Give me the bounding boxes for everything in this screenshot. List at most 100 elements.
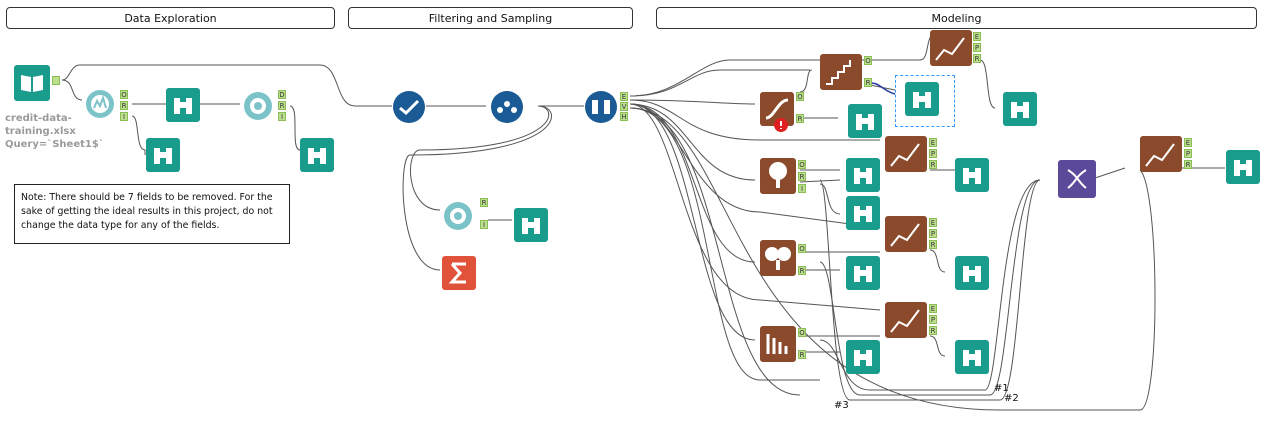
browse-tool[interactable] (848, 104, 882, 138)
association-analysis-icon (244, 92, 272, 120)
boosted-model-tool[interactable] (760, 326, 796, 362)
wire-label: #1 (994, 383, 1009, 394)
anchor-r[interactable]: R (798, 350, 806, 359)
association-analysis-tool[interactable] (240, 88, 276, 124)
anchor-e[interactable]: E (929, 304, 937, 313)
browse-tool[interactable] (1003, 92, 1037, 126)
container-modeling[interactable]: Modeling (656, 7, 1257, 29)
anchor-p[interactable]: P (929, 149, 937, 158)
anchor-r[interactable]: R (120, 101, 128, 110)
input-data-tool[interactable] (14, 65, 50, 101)
anchor-r[interactable]: R (1184, 160, 1192, 169)
model-comparison-tool[interactable] (885, 136, 927, 172)
select-tool[interactable] (392, 90, 426, 124)
create-samples-tool[interactable] (584, 90, 618, 124)
logistic-regression-tool[interactable] (760, 92, 794, 126)
wire-label: #2 (1004, 393, 1019, 404)
browse-tool[interactable] (955, 340, 989, 374)
association-analysis-tool[interactable] (440, 198, 476, 234)
binoculars-icon (846, 340, 880, 374)
field-summary-tool[interactable] (82, 86, 118, 122)
anchor-o[interactable]: O (796, 92, 804, 101)
model-comparison-icon (1140, 136, 1182, 172)
tree-icon (760, 158, 796, 194)
anchor-e[interactable]: E (929, 138, 937, 147)
anchor-r[interactable]: R (929, 160, 937, 169)
container-filtering-and-sampling[interactable]: Filtering and Sampling (348, 7, 633, 29)
summarize-tool[interactable] (442, 256, 476, 290)
model-comparison-icon (885, 302, 927, 338)
model-comparison-icon (930, 30, 972, 66)
anchor-i[interactable]: I (278, 112, 286, 121)
model-comparison-tool[interactable] (1140, 136, 1182, 172)
forest-icon (760, 240, 796, 276)
score-tool[interactable] (1058, 160, 1096, 198)
binoculars-icon (955, 158, 989, 192)
sigma-icon (442, 256, 476, 290)
anchor-i[interactable]: I (480, 220, 488, 229)
browse-tool[interactable] (905, 82, 939, 116)
anchor-v[interactable]: V (620, 102, 628, 111)
forest-model-tool[interactable] (760, 240, 796, 276)
anchor-i[interactable]: I (120, 112, 128, 121)
anchor-p[interactable]: P (929, 229, 937, 238)
checkmark-icon (393, 91, 425, 123)
sample-tool[interactable] (490, 90, 524, 124)
anchor-i[interactable]: I (798, 184, 806, 193)
anchor-o[interactable]: O (120, 90, 128, 99)
browse-tool[interactable] (146, 138, 180, 172)
create-samples-icon (585, 91, 617, 123)
model-comparison-tool[interactable] (885, 302, 927, 338)
dna-icon (1058, 160, 1096, 198)
binoculars-icon (146, 138, 180, 172)
browse-tool[interactable] (1226, 150, 1260, 184)
model-comparison-tool[interactable] (885, 216, 927, 252)
binoculars-icon (846, 158, 880, 192)
anchor-e[interactable]: E (620, 92, 628, 101)
binoculars-icon (166, 88, 200, 122)
anchor-r[interactable]: R (973, 54, 981, 63)
anchor-e[interactable]: E (929, 218, 937, 227)
anchor-r[interactable]: R (480, 198, 488, 207)
browse-tool[interactable] (955, 256, 989, 290)
decision-tree-tool[interactable] (760, 158, 796, 194)
container-data-exploration[interactable]: Data Exploration (6, 7, 335, 29)
browse-tool[interactable] (846, 256, 880, 290)
anchor-r[interactable]: R (929, 326, 937, 335)
browse-tool[interactable] (166, 88, 200, 122)
stepwise-tool[interactable] (820, 54, 862, 90)
anchor-e[interactable]: E (1184, 138, 1192, 147)
browse-tool[interactable] (846, 340, 880, 374)
anchor-e[interactable]: E (973, 32, 981, 41)
output-anchor[interactable] (52, 76, 60, 85)
browse-tool[interactable] (514, 208, 548, 242)
anchor-p[interactable]: P (1184, 149, 1192, 158)
anchor-r[interactable]: R (796, 114, 804, 123)
model-comparison-icon (885, 136, 927, 172)
model-comparison-tool[interactable] (930, 30, 972, 66)
anchor-r[interactable]: R (929, 240, 937, 249)
anchor-r[interactable]: R (798, 172, 806, 181)
anchor-o[interactable]: O (864, 56, 872, 65)
anchor-r[interactable]: R (278, 101, 286, 110)
browse-tool[interactable] (300, 138, 334, 172)
anchor-r[interactable]: R (864, 78, 872, 87)
anchor-o[interactable]: O (798, 160, 806, 169)
anchor-h[interactable]: H (620, 112, 628, 121)
browse-tool[interactable] (846, 196, 880, 230)
anchor-o[interactable]: O (798, 244, 806, 253)
browse-tool[interactable] (955, 158, 989, 192)
anchor-o[interactable]: O (798, 328, 806, 337)
anchor-p[interactable]: P (973, 43, 981, 52)
container-title: Filtering and Sampling (428, 11, 553, 25)
browse-tool[interactable] (846, 158, 880, 192)
anchor-d[interactable]: D (278, 90, 286, 99)
binoculars-icon (846, 256, 880, 290)
binoculars-icon (848, 104, 882, 138)
anchor-p[interactable]: P (929, 315, 937, 324)
wire-label: #3 (834, 400, 849, 411)
logistic-regression-icon (760, 92, 794, 126)
comment-note[interactable]: Note: There should be 7 fields to be rem… (14, 184, 290, 244)
anchor-r[interactable]: R (798, 266, 806, 275)
